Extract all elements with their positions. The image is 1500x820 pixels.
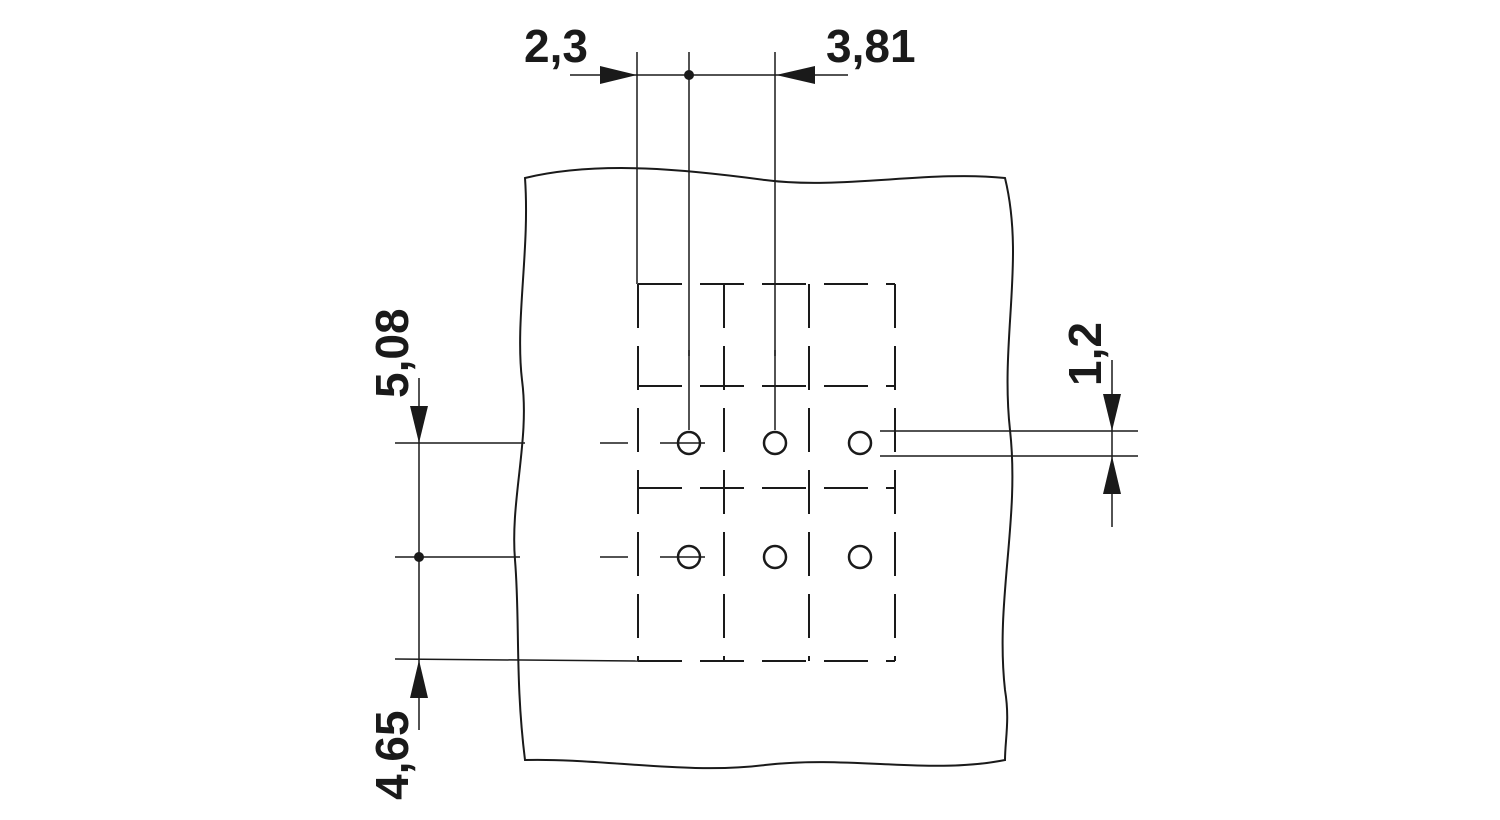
pcb-board-outline <box>513 167 1015 770</box>
dimension-label-offset-left: 2,3 <box>524 20 588 72</box>
hole <box>847 544 873 570</box>
hole-row-top <box>676 430 873 456</box>
right-dimension: 1,2 <box>880 322 1138 527</box>
footprint-dashed-grid <box>637 283 896 662</box>
arrow-right-icon <box>600 66 637 84</box>
arrow-up-icon <box>1103 456 1121 494</box>
dimension-label-offset-bottom: 4,65 <box>366 710 418 800</box>
top-dimension: 2,3 3,81 <box>524 20 916 430</box>
left-dimension: 5,08 4,65 <box>366 308 705 800</box>
hole <box>762 544 788 570</box>
arrow-down-icon <box>410 406 428 443</box>
center-marks <box>688 350 776 356</box>
dimension-label-pitch-vertical: 5,08 <box>366 308 418 398</box>
arrow-left-icon <box>776 66 815 84</box>
hole <box>762 430 788 456</box>
hole <box>847 430 873 456</box>
dimension-label-hole-diameter: 1,2 <box>1059 322 1111 386</box>
hole-row-bottom <box>676 544 873 570</box>
arrow-down-icon <box>1103 394 1121 431</box>
dimension-label-pitch-horizontal: 3,81 <box>826 20 916 72</box>
arrow-up-icon <box>410 660 428 698</box>
